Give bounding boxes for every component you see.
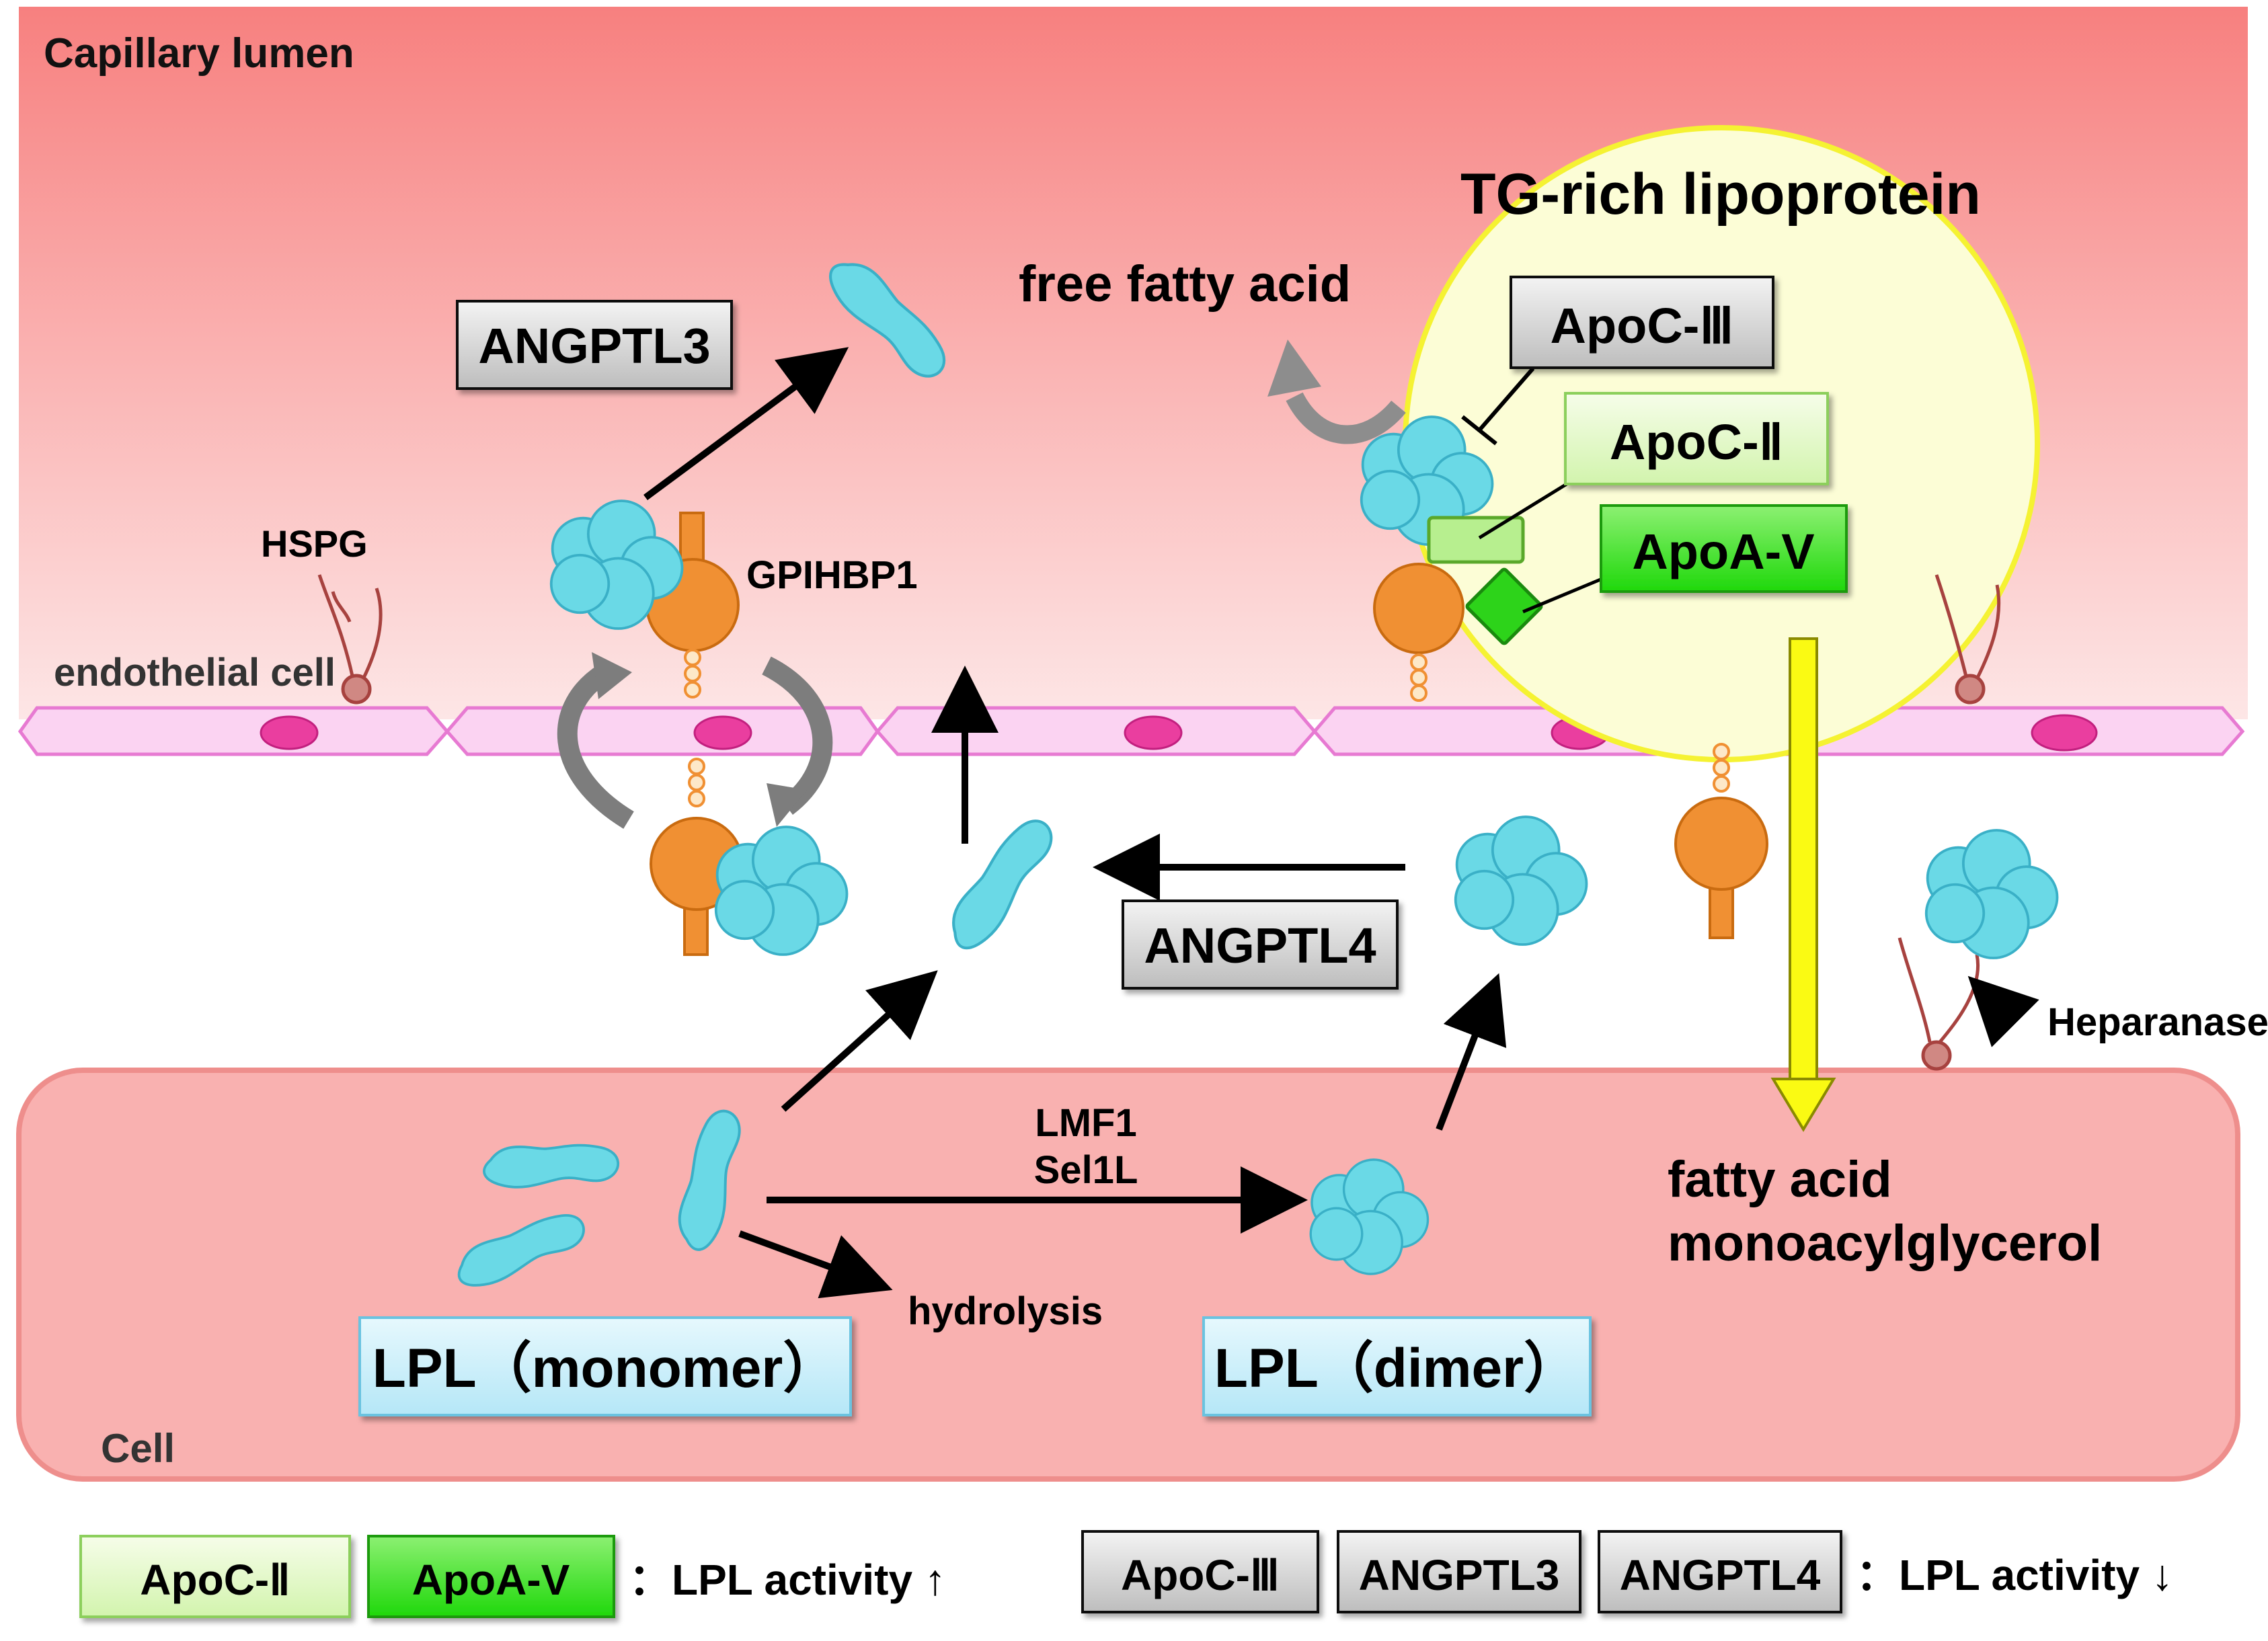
hspg-structure xyxy=(1934,574,2001,705)
fatty-acid-label: fatty acid xyxy=(1668,1151,1892,1208)
connector-line xyxy=(1522,576,1604,614)
lpl-monomer-label: LPL（monomer） xyxy=(373,1338,838,1399)
arrow-head xyxy=(592,652,632,699)
sel1l-label: Sel1L xyxy=(1034,1148,1138,1192)
heparanase-label: Heparanase xyxy=(2047,1000,2268,1044)
legend-apoa5: ApoA-V xyxy=(412,1556,570,1604)
apoc2-label: ApoC-Ⅱ xyxy=(1610,414,1783,470)
capillary-lumen-label: Capillary lumen xyxy=(44,30,354,77)
hspg-structure xyxy=(1898,937,1980,1071)
lmf1-label: LMF1 xyxy=(1035,1101,1136,1145)
legend-apoc2: ApoC-Ⅱ xyxy=(140,1556,290,1604)
hspg-label: HSPG xyxy=(261,522,368,565)
legend-angptl4: ANGPTL4 xyxy=(1620,1551,1821,1599)
apoa5-label: ApoA-V xyxy=(1632,524,1814,579)
yellow-arrow xyxy=(1770,637,1836,1132)
apoa5-box xyxy=(1600,504,1848,593)
angptl4-box xyxy=(1122,899,1399,990)
endothelial-layer xyxy=(17,706,2245,756)
arrow-head xyxy=(1267,339,1321,397)
lpl-dimer xyxy=(1924,829,2059,959)
gpihbp1-label: GPIHBP1 xyxy=(746,553,918,597)
legend-apoc3: ApoC-Ⅲ xyxy=(1121,1551,1280,1599)
apoc3-label: ApoC-Ⅲ xyxy=(1551,298,1734,354)
angptl3-box xyxy=(456,300,733,390)
connector-line xyxy=(1478,482,1568,540)
hydrolysis-label: hydrolysis xyxy=(908,1289,1103,1333)
ffa-release-arrow xyxy=(1286,392,1406,444)
free-fatty-acid-label: free fatty acid xyxy=(1019,255,1351,313)
gpihbp1-upper xyxy=(646,512,740,698)
apoc2-box xyxy=(1564,392,1829,485)
nucleus xyxy=(260,715,319,750)
gpihbp1-right xyxy=(1674,743,1768,939)
gpihbp1-lipoprotein xyxy=(1373,563,1464,702)
inhibition-line xyxy=(1461,367,1535,446)
tg-rich-lipoprotein-label: TG-rich lipoprotein xyxy=(1460,162,1981,227)
legend-increase-text: ：LPL activity ↑ xyxy=(629,1556,946,1604)
lpl-dimer-box xyxy=(1202,1316,1592,1416)
legend-decrease-text: ：LPL activity ↓ xyxy=(1856,1551,2173,1599)
nucleus xyxy=(1124,715,1183,750)
angptl4-label: ANGPTL4 xyxy=(1144,918,1376,973)
lpl-dimer xyxy=(1454,815,1588,946)
nucleus xyxy=(2031,714,2098,752)
apoc3-box xyxy=(1510,276,1774,369)
arrow-head xyxy=(767,783,807,827)
nucleus xyxy=(693,715,752,750)
angptl3-label: ANGPTL3 xyxy=(478,318,710,374)
apoc2-molecule xyxy=(1427,516,1525,564)
lpl-monomer xyxy=(927,813,1077,955)
apoa5-molecule xyxy=(1465,567,1543,645)
lpl-dimer-label: LPL（dimer） xyxy=(1214,1338,1579,1399)
legend-angptl3: ANGPTL3 xyxy=(1359,1551,1560,1599)
monoacylglycerol-label: monoacylglycerol xyxy=(1668,1215,2102,1272)
endothelial-cell-label: endothelial cell xyxy=(54,651,336,694)
cell-label: Cell xyxy=(101,1426,175,1471)
legend-decrease: ApoC-Ⅲ ANGPTL3 ANGPTL4 ：LPL activity ↓ xyxy=(1081,1530,2173,1613)
hspg-structure xyxy=(317,574,383,705)
pathway-arrows xyxy=(643,347,2039,1299)
lpl-dimer-bound xyxy=(714,826,849,956)
legend-increase: ApoC-Ⅱ ApoA-V ：LPL activity ↑ xyxy=(79,1535,946,1618)
lpl-monomer-box xyxy=(358,1316,852,1416)
